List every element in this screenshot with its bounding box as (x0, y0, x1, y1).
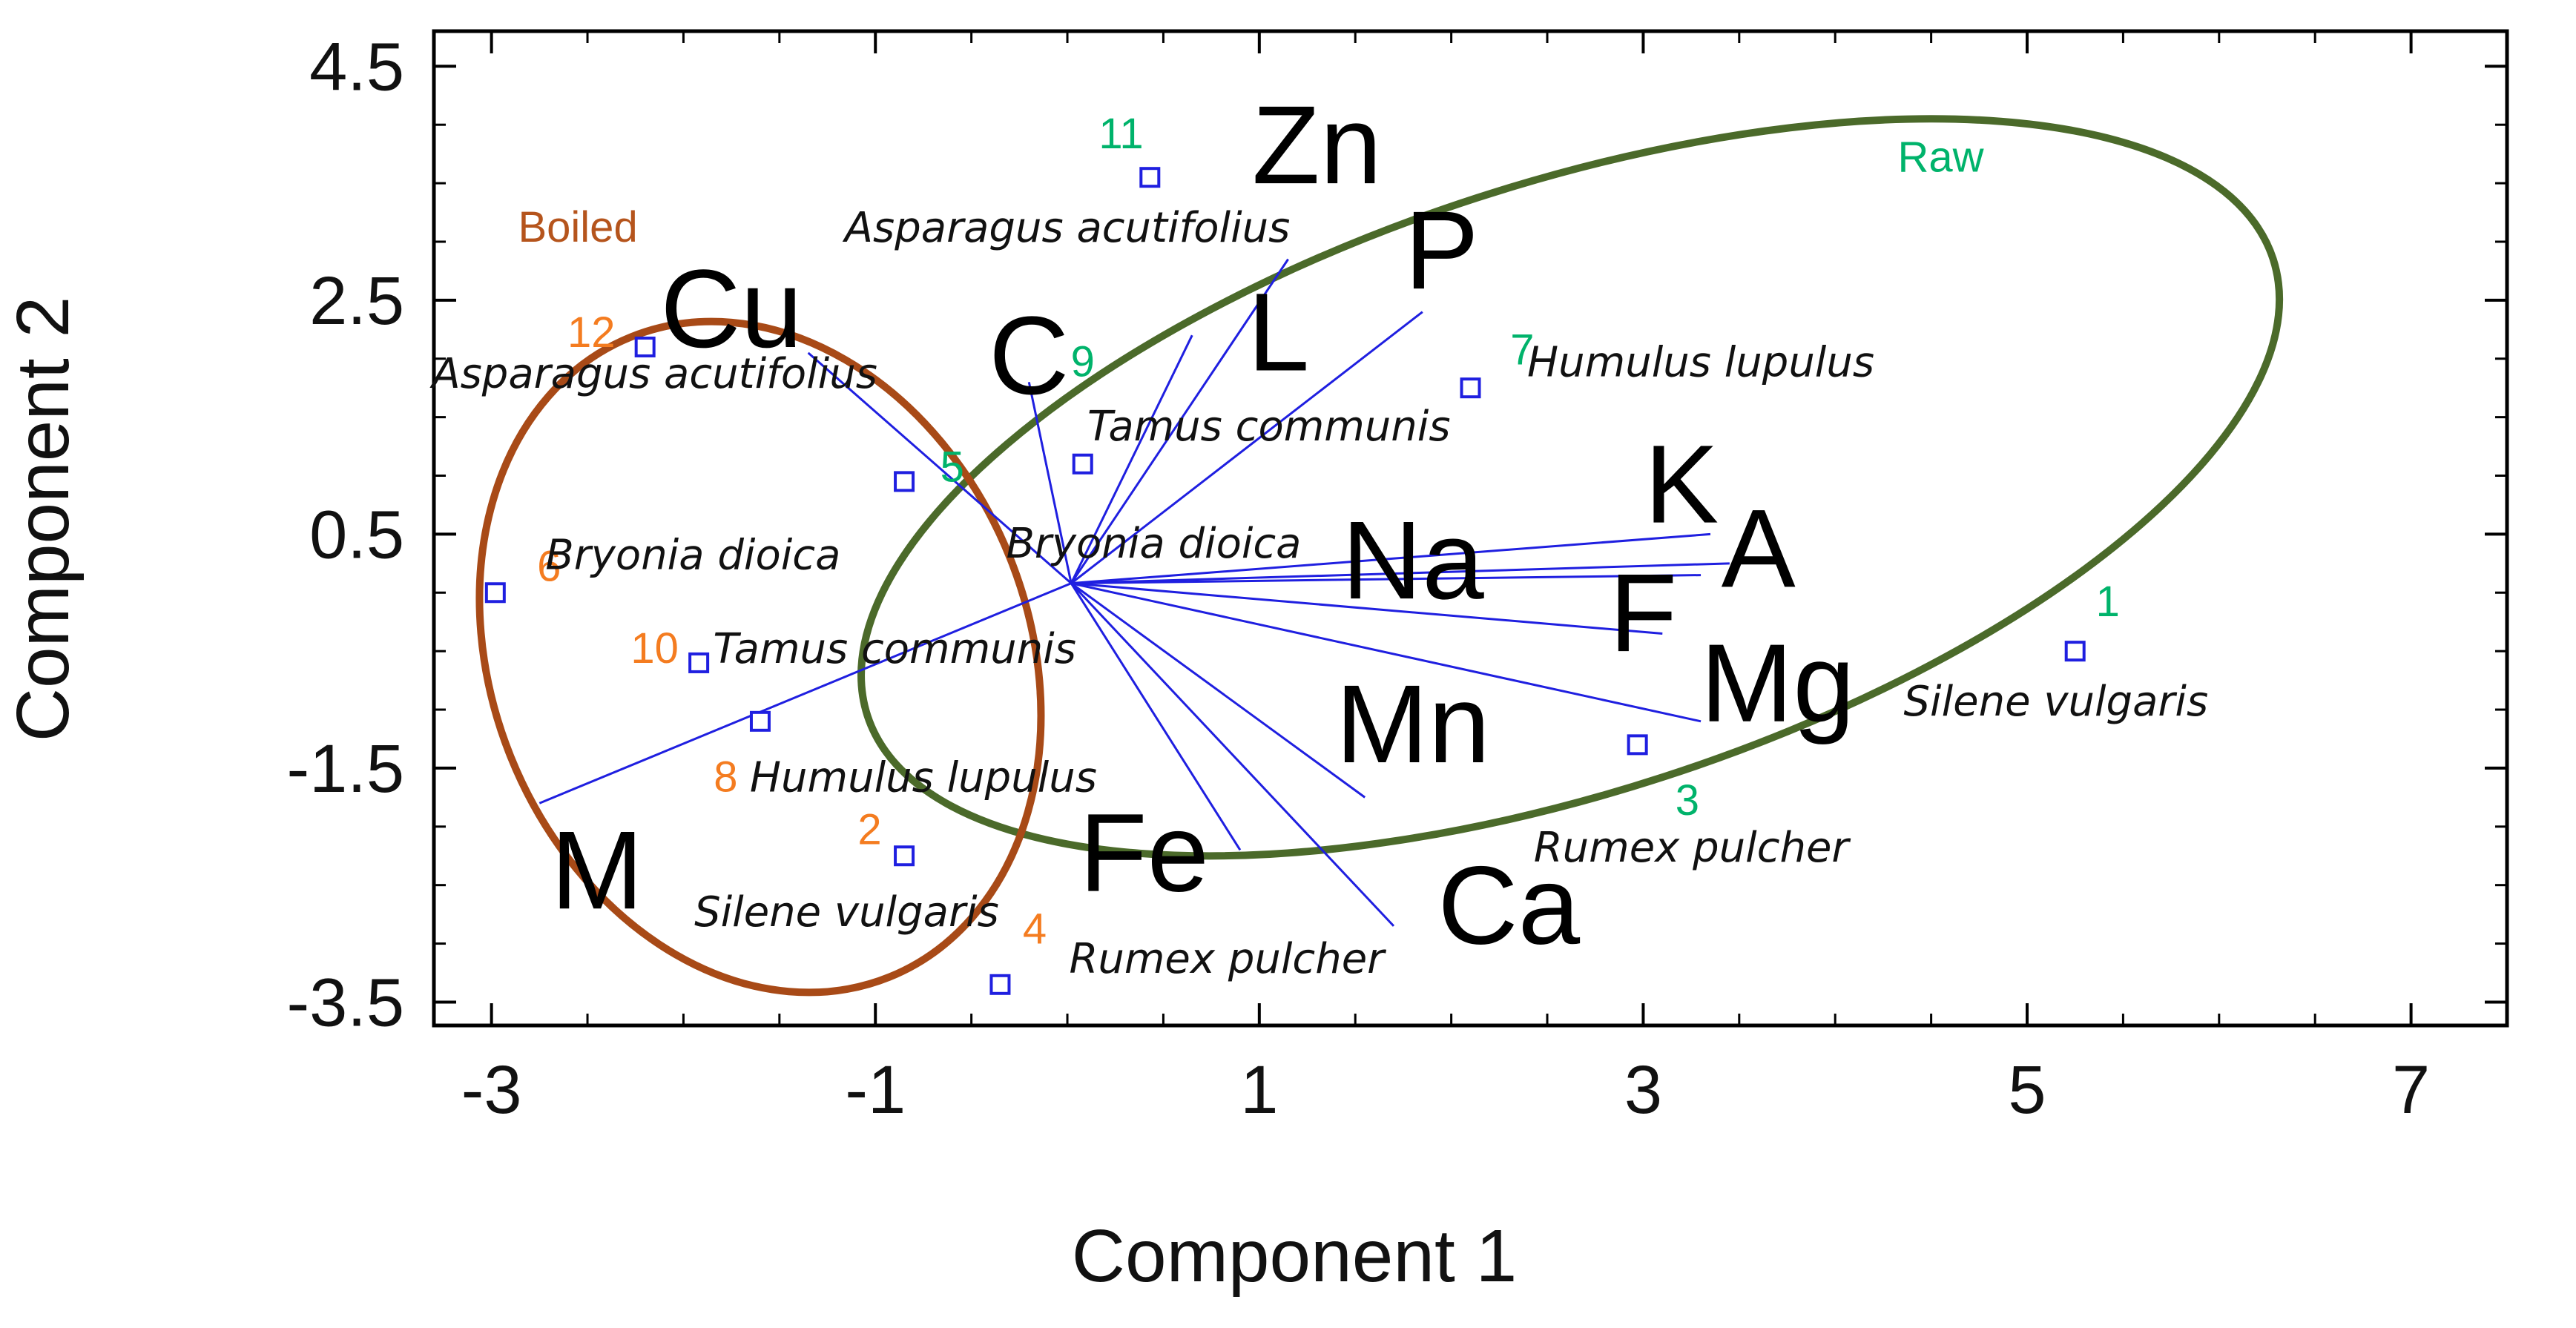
observation-marker-8 (749, 710, 771, 732)
vector-c (1027, 381, 1073, 584)
variable-label-mg: Mg (1700, 621, 1854, 745)
x-tick-label: 5 (2008, 1052, 2046, 1128)
x-tick-label: 7 (2392, 1052, 2430, 1128)
vector-l (1070, 334, 1193, 584)
observation-marker-11 (1139, 167, 1161, 188)
variable-label-l: L (1248, 270, 1309, 394)
observation-number-12: 12 (567, 308, 616, 357)
vector-mn (1070, 582, 1366, 799)
observation-marker-7 (1460, 377, 1481, 399)
observation-marker-5 (894, 471, 915, 492)
y-tick-label: -1.5 (286, 731, 404, 807)
observation-number-3: 3 (1676, 776, 1699, 825)
observation-marker-12 (634, 336, 656, 357)
variable-label-c: C (989, 293, 1069, 417)
y-tick-label: 2.5 (309, 263, 404, 339)
species-label-3: Rumex pulcher (1534, 824, 1851, 872)
vector-f (1071, 582, 1663, 635)
observation-marker-6 (484, 582, 506, 604)
variable-label-mn: Mn (1336, 661, 1490, 786)
variable-label-zn: Zn (1252, 82, 1382, 207)
species-label-10: Tamus communis (713, 625, 1076, 673)
vector-p (1070, 311, 1423, 584)
loading-vectors (538, 258, 1730, 927)
vector-ca (1070, 582, 1395, 927)
observation-number-4: 4 (1023, 905, 1047, 954)
observation-marker-9 (1072, 453, 1093, 475)
observation-number-1: 1 (2096, 578, 2120, 626)
plot-frame (432, 29, 2509, 1028)
species-label-6: Bryonia dioica (545, 532, 840, 580)
species-label-12: Asparagus acutifolius (429, 350, 877, 398)
observation-number-10: 10 (630, 624, 679, 673)
vector-a (1071, 562, 1730, 585)
y-tick-label: 4.5 (309, 29, 404, 105)
observation-number-5: 5 (941, 443, 964, 491)
variable-label-f: F (1610, 550, 1678, 675)
variable-label-k: K (1644, 422, 1719, 546)
group-ellipses (475, 115, 2284, 997)
species-label-8: Humulus lupulus (750, 753, 1097, 802)
vector-cu (807, 351, 1073, 584)
x-tick-label: -1 (845, 1052, 906, 1128)
observation-number-8: 8 (714, 753, 737, 801)
observation-number-6: 6 (537, 542, 561, 590)
species-label-11: Asparagus acutifolius (843, 204, 1291, 252)
variable-label-p: P (1405, 188, 1479, 312)
x-tick-label: -3 (461, 1052, 522, 1128)
observation-marker-2 (894, 845, 915, 867)
raw-group-ellipse (857, 115, 2284, 860)
variable-label-fe: Fe (1079, 790, 1209, 915)
y-axis-title: Component 2 (1, 297, 85, 741)
y-tick-label: 0.5 (309, 497, 404, 572)
x-axis-title: Component 1 (1072, 1215, 1517, 1298)
x-tick-label: 3 (1624, 1052, 1662, 1128)
vector-m (538, 582, 1072, 805)
y-tick-label: -3.5 (286, 965, 404, 1040)
variable-label-m: M (551, 807, 644, 932)
variable-label-a: A (1722, 486, 1796, 610)
observation-markers (484, 167, 2086, 995)
observation-marker-10 (688, 652, 710, 673)
observation-marker-1 (2064, 641, 2086, 662)
vector-mg (1070, 582, 1702, 723)
variable-label-cu: Cu (660, 246, 803, 371)
vector-zn (1070, 258, 1289, 584)
observation-number-11: 11 (1098, 110, 1143, 158)
boiled-group-ellipse (475, 317, 1045, 997)
vector-k (1071, 532, 1711, 585)
species-label-4: Rumex pulcher (1069, 935, 1386, 983)
vector-fe (1070, 582, 1242, 851)
species-label-2: Silene vulgaris (694, 888, 999, 936)
boiled-group-label: Boiled (518, 203, 637, 251)
vector-na (1071, 574, 1702, 585)
variable-label-na: Na (1342, 498, 1484, 622)
raw-group-label: Raw (1898, 133, 1985, 181)
observation-number-9: 9 (1071, 337, 1095, 386)
observation-number-7: 7 (1510, 326, 1534, 374)
variable-label-ca: Ca (1437, 843, 1580, 968)
species-label-7: Humulus lupulus (1527, 338, 1874, 386)
species-label-9: Tamus communis (1087, 403, 1451, 451)
x-tick-label: 1 (1240, 1052, 1278, 1128)
species-label-1: Silene vulgaris (1903, 678, 2208, 726)
observation-marker-4 (989, 974, 1011, 995)
species-label-5: Bryonia dioica (1006, 520, 1301, 568)
observation-marker-3 (1627, 734, 1648, 756)
axes-layer: -3 -1 1 3 5 7 4.5 2.5 0.5 -1.5 -3.5 (286, 29, 2509, 1128)
observation-number-2: 2 (857, 805, 881, 853)
